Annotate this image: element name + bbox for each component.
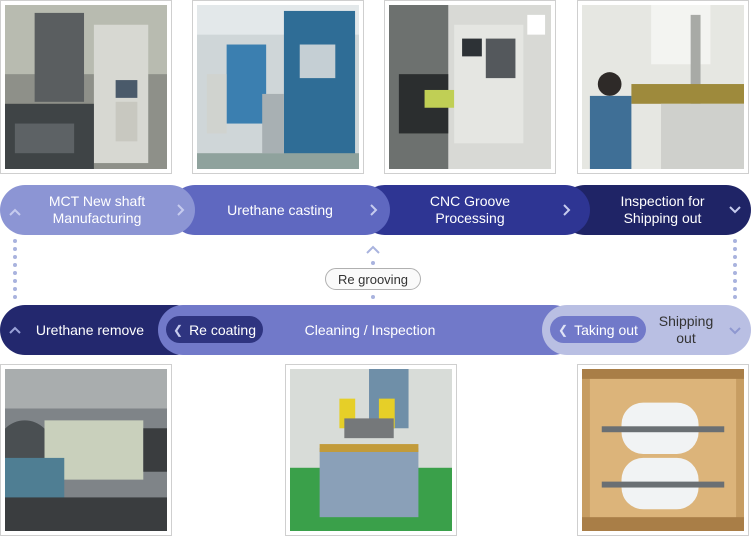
cnc-lathe-photo <box>384 0 556 174</box>
chevron-left-icon: ❮ <box>173 322 184 337</box>
urethane-remove-lathe-photo <box>0 364 172 536</box>
top-chevrons <box>9 204 741 216</box>
chevron-left-icon: ❮ <box>558 322 569 337</box>
recoating-pill: ❮ Re coating <box>166 316 263 343</box>
step-urethane-remove: Urethane remove <box>35 321 145 338</box>
step-cnc-groove: CNC Groove Processing <box>429 193 511 226</box>
mct-machine-photo <box>0 0 172 174</box>
bottom-chevrons <box>9 326 741 335</box>
top-process-flow <box>0 185 751 235</box>
step-shipping-out: Shipping out <box>658 313 714 346</box>
dotted-connectors <box>13 239 737 299</box>
inspection-worker-photo <box>577 0 749 174</box>
step-cleaning-inspection: Cleaning / Inspection <box>304 321 436 338</box>
regrooving-label: Re grooving <box>325 268 421 290</box>
step-urethane-casting: Urethane casting <box>227 201 333 218</box>
chevron-right-icon <box>177 204 185 216</box>
chevron-right-icon <box>563 204 571 216</box>
chevron-up-icon <box>9 208 21 216</box>
chevron-down-icon <box>729 327 741 335</box>
taking-out-pill: ❮ Taking out <box>550 316 646 343</box>
cleaning-inspection-photo <box>285 364 457 536</box>
urethane-casting-machine-photo <box>192 0 364 174</box>
step-mct-new-shaft: MCT New shaft Manufacturing <box>48 193 146 226</box>
shipping-crate-photo <box>577 364 749 536</box>
chevron-up-icon <box>366 245 380 254</box>
chevron-right-icon <box>370 204 378 216</box>
chevron-down-icon <box>729 206 741 214</box>
chevron-up-icon <box>9 326 21 334</box>
step-inspection-shipping: Inspection for Shipping out <box>620 193 705 226</box>
